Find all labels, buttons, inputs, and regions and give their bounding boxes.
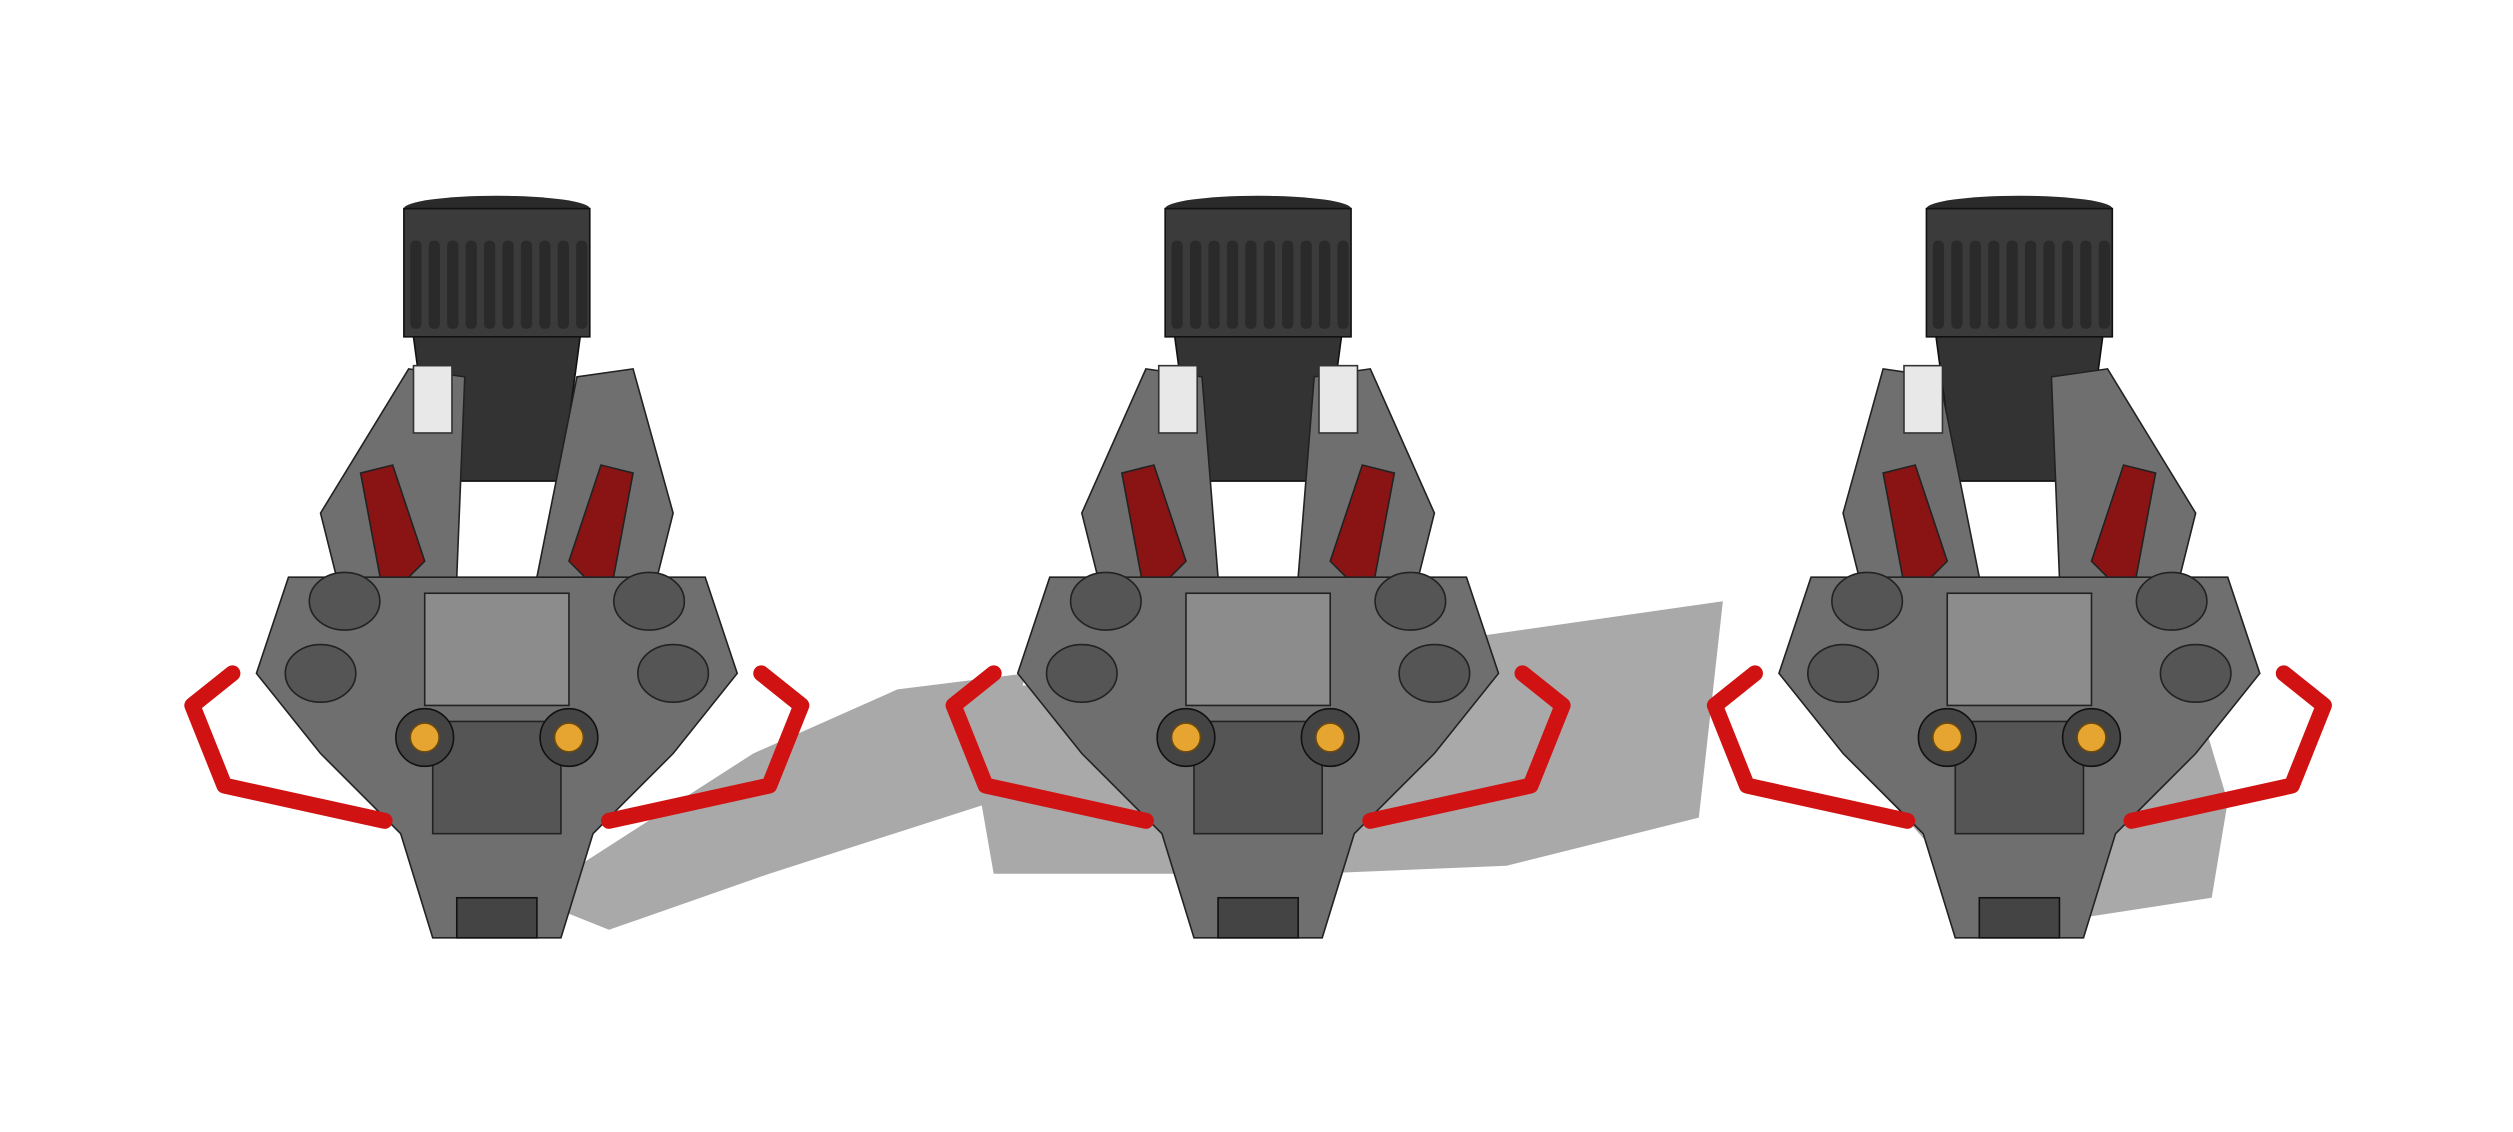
orange-knob: [1314, 722, 1346, 753]
cylinder-rib: [520, 240, 533, 329]
roller-joint: [1374, 571, 1447, 631]
orange-knob: [1170, 722, 1202, 753]
cylinder-rib: [1337, 240, 1349, 329]
cylinder-rib: [539, 240, 551, 329]
orange-knob: [1932, 722, 1963, 753]
orange-knob: [409, 722, 440, 753]
red-armor-panel: [1329, 464, 1396, 603]
cylinder-rib: [2098, 240, 2110, 329]
cylinder-rib: [557, 240, 569, 329]
cylinder-rib: [410, 240, 422, 329]
cylinder-rib: [1245, 240, 1257, 329]
right-three-quarter-view: [1706, 195, 2332, 939]
roller-joint: [1398, 643, 1471, 704]
cylinder-rib: [484, 240, 496, 329]
base-vent: [455, 896, 538, 939]
red-armor-panel: [1882, 464, 1949, 603]
base-vent: [1217, 896, 1299, 939]
cylinder-rib: [2061, 240, 2074, 329]
red-pipe-left: [945, 665, 1154, 829]
orange-knob: [553, 722, 585, 753]
red-pipe-left: [184, 665, 393, 829]
roller-joint: [284, 643, 357, 704]
cylinder-rib: [1951, 240, 1963, 329]
cylinder-rib: [576, 240, 588, 329]
cylinder-rib: [1932, 240, 1945, 329]
cylinder-rib: [428, 240, 440, 329]
cylinder-rib: [1282, 240, 1294, 329]
roller-joint: [2159, 643, 2232, 704]
front-view: [945, 195, 1723, 939]
cylinder-rib: [1300, 240, 1312, 329]
cylinder-rib: [1208, 240, 1220, 329]
white-bracket: [1903, 364, 1944, 434]
white-bracket: [1318, 364, 1359, 434]
roller-joint: [1807, 643, 1880, 704]
cylinder-rib: [2043, 240, 2055, 329]
white-bracket: [1157, 364, 1199, 434]
roller-joint: [613, 571, 686, 631]
red-armor-panel: [2090, 464, 2157, 603]
roller-joint: [637, 643, 710, 704]
front-plate: [1946, 592, 2093, 707]
red-armor-panel: [359, 464, 426, 603]
orange-knob: [2076, 722, 2107, 753]
roller-joint: [308, 571, 381, 631]
cylinder-rib: [1263, 240, 1275, 329]
roller-joint: [2135, 571, 2208, 631]
cast-shadow: [528, 673, 1026, 930]
red-pipe-right: [601, 665, 810, 829]
front-plate: [1185, 592, 1332, 707]
left-three-quarter-view: [184, 195, 1026, 939]
cylinder-rib: [1226, 240, 1239, 329]
roller-joint: [1831, 571, 1904, 631]
cylinder-rib: [1189, 240, 1202, 329]
cylinder-rib: [1171, 240, 1183, 329]
cylinder-rib: [447, 240, 459, 329]
roller-joint: [1069, 571, 1142, 631]
red-pipe-right: [2123, 665, 2332, 829]
cylinder-rib: [2024, 240, 2037, 329]
cylinder-rib: [1988, 240, 2000, 329]
red-armor-panel: [1120, 464, 1187, 603]
roller-joint: [1045, 643, 1118, 704]
base-vent: [1978, 896, 2061, 939]
red-armor-panel: [568, 464, 634, 603]
cylinder-rib: [2006, 240, 2018, 329]
front-plate: [423, 592, 570, 707]
white-bracket: [412, 364, 453, 434]
red-pipe-right: [1362, 665, 1571, 829]
cylinder-rib: [1969, 240, 1981, 329]
cylinder-rib: [2080, 240, 2092, 329]
cylinder-rib: [1319, 240, 1331, 329]
cylinder-rib: [465, 240, 477, 329]
red-pipe-left: [1706, 665, 1916, 829]
cylinder-rib: [502, 240, 514, 329]
